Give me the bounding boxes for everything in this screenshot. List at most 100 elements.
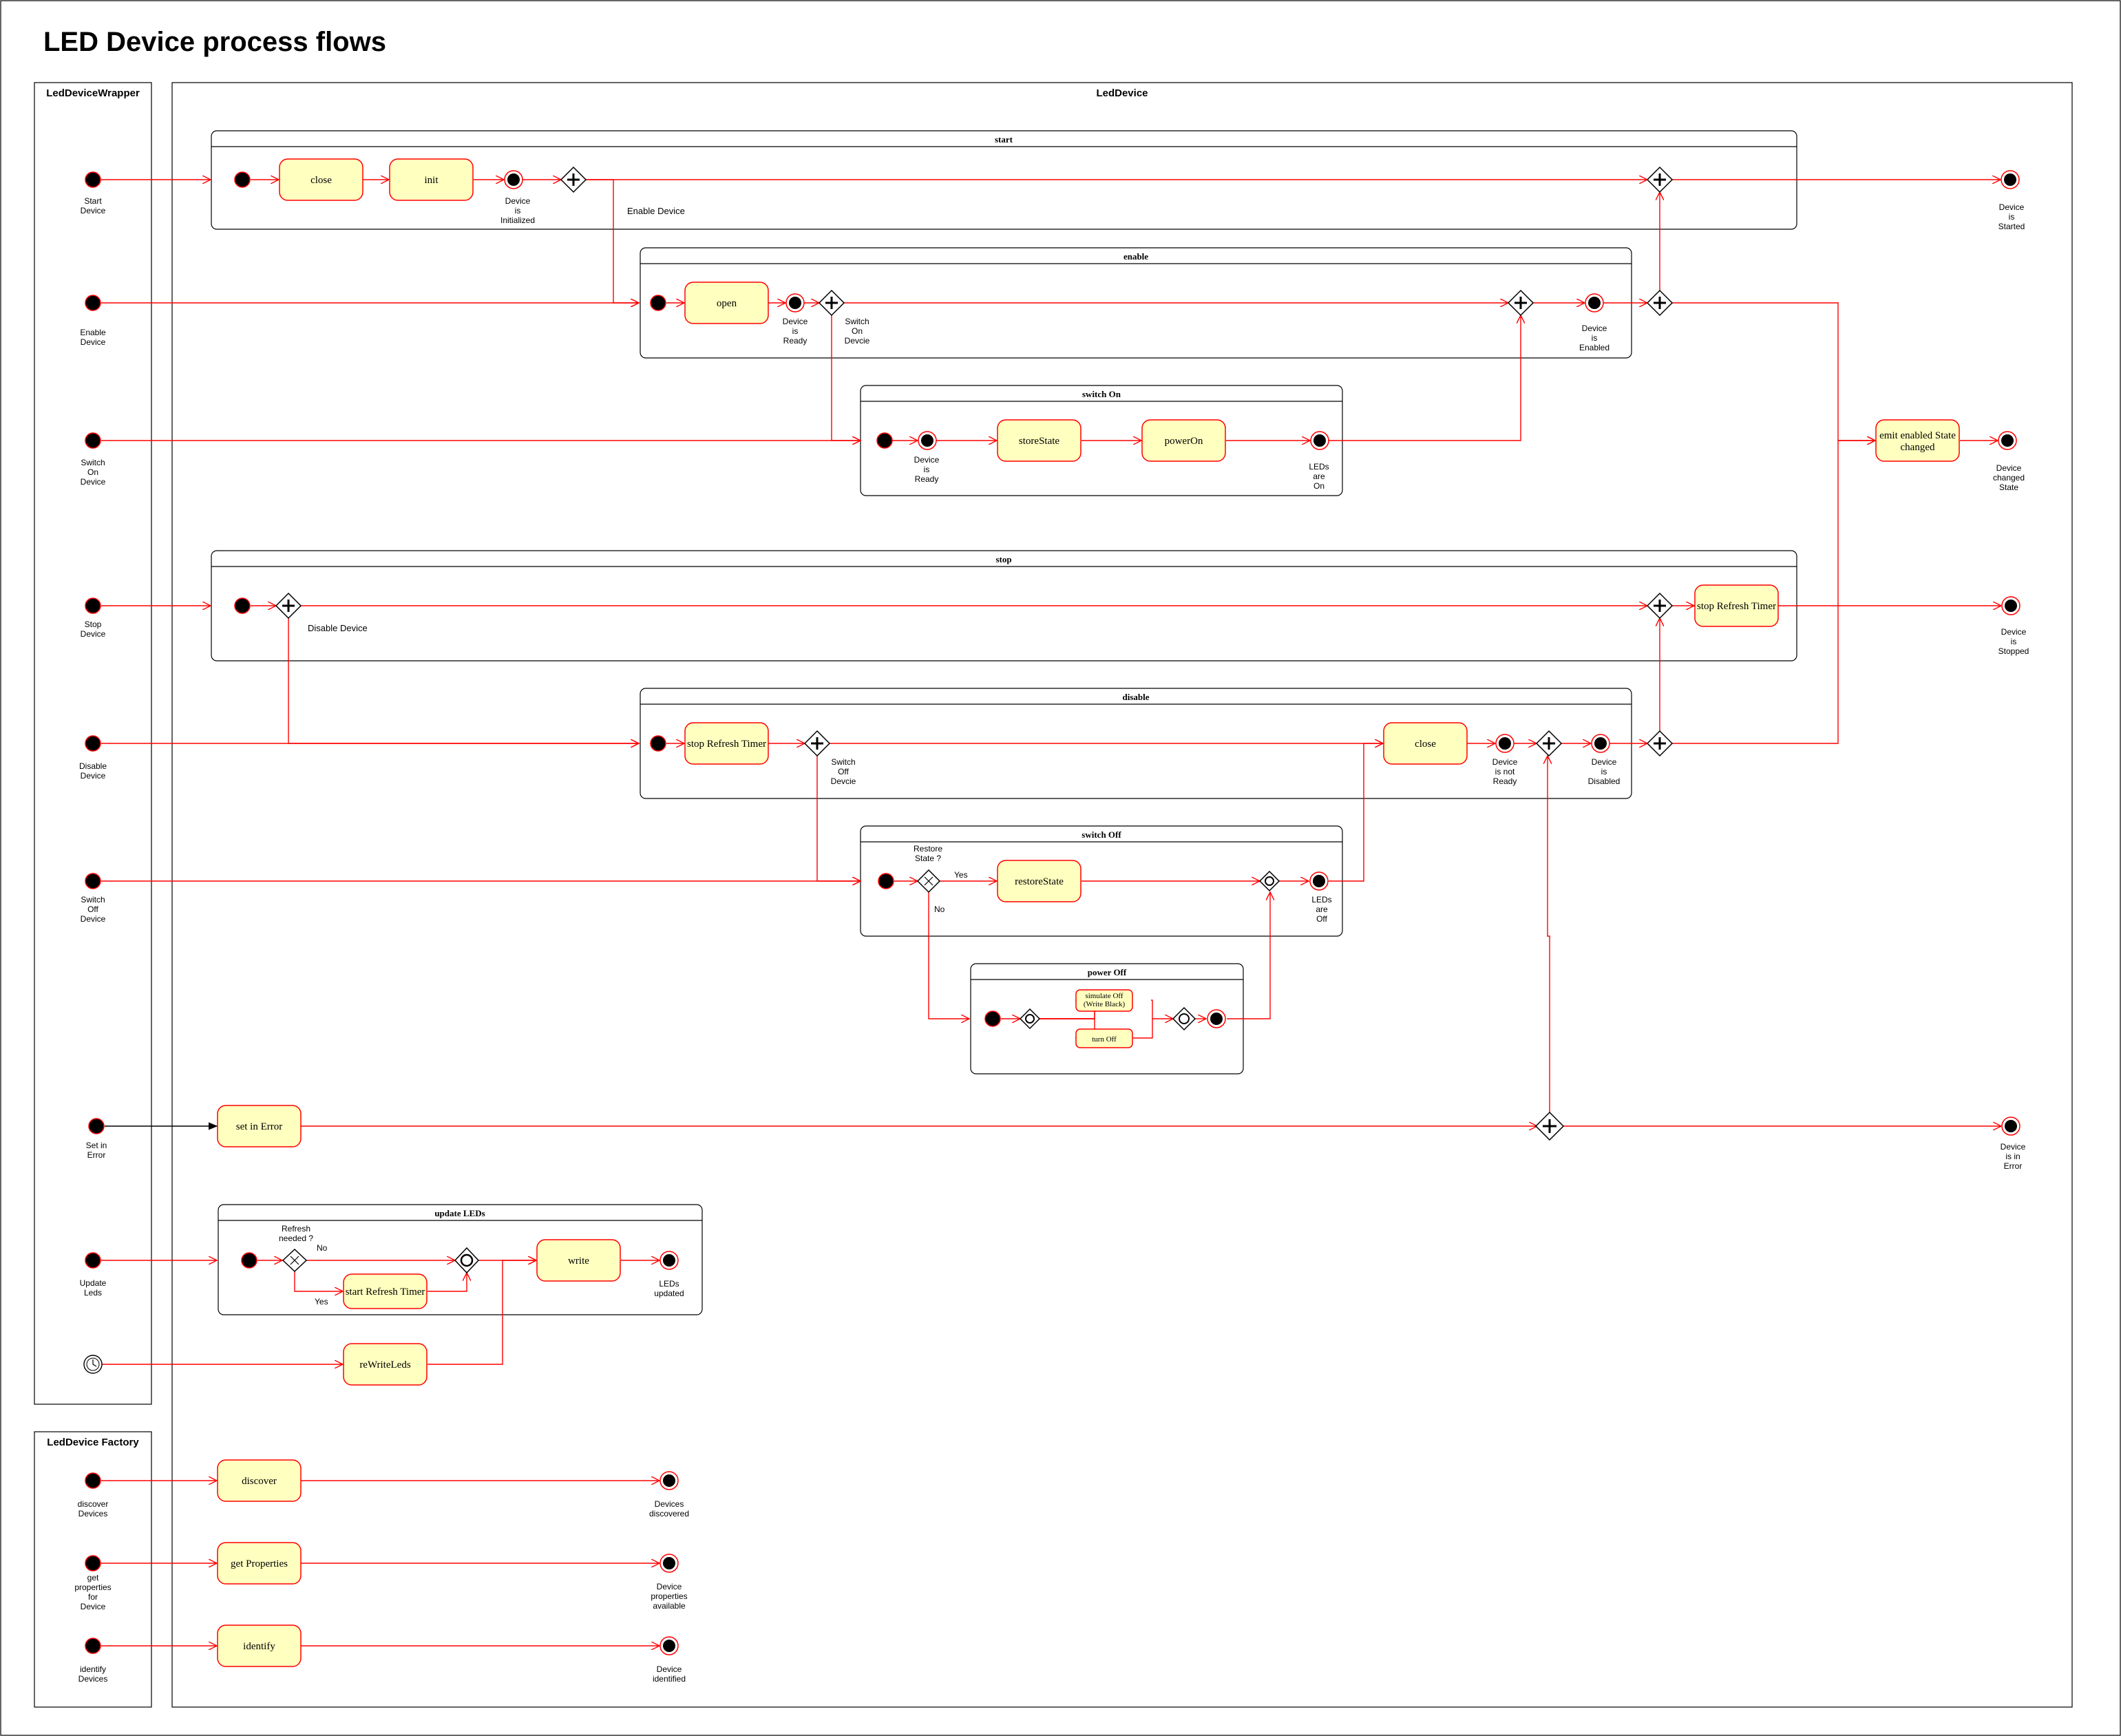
get-properties-activity[interactable]: get Properties [217, 1542, 302, 1585]
label-no-refresh: No [317, 1243, 328, 1253]
start-initial [234, 171, 251, 188]
fork-start-after-init [560, 166, 587, 193]
final-devices-discovered [659, 1471, 679, 1490]
update-leds-node[interactable] [85, 1252, 101, 1269]
final-device-properties [659, 1554, 679, 1573]
close-start-activity[interactable]: close [279, 158, 363, 201]
composite-switch-off-title: switch Off [1081, 829, 1121, 840]
svg-text:identify: identify [243, 1641, 275, 1652]
stop-refresh-timer-stop-activity[interactable]: stop Refresh Timer [1694, 584, 1779, 627]
final-device-stopped [2001, 596, 2020, 615]
lane-factory: LedDevice Factory [34, 1431, 152, 1708]
identify-devices-node[interactable] [85, 1638, 101, 1654]
start-device-node[interactable] [85, 171, 101, 188]
label-no-restore: No [934, 904, 945, 914]
open-activity[interactable]: open [684, 282, 769, 324]
enable-device-node[interactable] [85, 295, 101, 311]
discover-devices-node[interactable] [85, 1472, 101, 1489]
composite-enable-title: enable [1123, 251, 1148, 262]
discover-activity[interactable]: discover [217, 1459, 302, 1502]
disable-device-node[interactable] [85, 735, 101, 752]
final-device-not-ready [1495, 734, 1515, 753]
clock-icon[interactable] [83, 1355, 103, 1374]
enable-initial [650, 295, 666, 311]
final-states [504, 170, 2020, 1655]
switch-on-device-node[interactable] [85, 432, 101, 449]
lane-factory-title: LedDevice Factory [47, 1437, 139, 1448]
lane-wrapper-title: LedDeviceWrapper [46, 87, 140, 99]
fork-disable-out [1646, 730, 1674, 757]
join-disable [1535, 730, 1563, 757]
final-device-started [2001, 170, 2020, 189]
set-in-error-activity[interactable]: set in Error [217, 1105, 302, 1147]
merge-update-leds [454, 1247, 480, 1274]
stop-device-node[interactable] [85, 597, 101, 614]
simulate-off-activity[interactable]: simulate Off(Write Black) [1075, 989, 1133, 1012]
restore-state-activity[interactable]: restoreState [997, 860, 1081, 902]
switch-off-device-node[interactable] [85, 873, 101, 889]
svg-text:start Refresh Timer: start Refresh Timer [346, 1287, 425, 1298]
composite-switch-on-title: switch On [1082, 389, 1121, 399]
final-device-initialized [504, 170, 523, 189]
rewrite-leds-activity[interactable]: reWriteLeds [343, 1343, 428, 1386]
switch-off-initial [878, 873, 894, 889]
label-disable-device-flow: Disable Device [308, 623, 368, 633]
set-in-error-node[interactable] [88, 1118, 105, 1134]
diagram-title: LED Device process flows [43, 27, 386, 57]
stop-refresh-timer-disable-activity[interactable]: stop Refresh Timer [684, 722, 769, 765]
svg-text:write: write [568, 1256, 589, 1267]
final-leds-on [1310, 431, 1329, 450]
final-device-changed-state [1998, 431, 2017, 450]
stop-initial [234, 597, 251, 614]
store-state-activity[interactable]: storeState [997, 419, 1081, 462]
fork-error [1534, 1111, 1565, 1141]
join-enable [1507, 289, 1534, 317]
svg-text:close: close [310, 175, 332, 186]
lane-device-title: LedDevice [1096, 87, 1148, 99]
final-leds-off [1309, 871, 1329, 891]
final-device-in-error [2001, 1116, 2020, 1136]
turn-off-activity[interactable]: turn Off [1075, 1028, 1133, 1048]
disable-initial [650, 735, 666, 752]
flow-edges [101, 180, 2001, 1646]
init-activity[interactable]: init [389, 158, 474, 201]
final-device-ready-enable [785, 293, 805, 313]
svg-text:restoreState: restoreState [1015, 876, 1064, 887]
power-on-activity[interactable]: powerOn [1141, 419, 1226, 462]
write-activity[interactable]: write [536, 1239, 621, 1282]
final-device-identified [659, 1636, 679, 1655]
svg-text:simulate Off(Write Black): simulate Off(Write Black) [1084, 992, 1126, 1008]
get-properties-node[interactable] [85, 1555, 101, 1571]
composite-disable-title: disable [1122, 692, 1149, 702]
svg-text:init: init [424, 175, 439, 186]
start-refresh-timer-activity[interactable]: start Refresh Timer [343, 1273, 428, 1309]
composite-power-off-title: power Off [1088, 967, 1127, 977]
label-yes-refresh: Yes [315, 1297, 328, 1306]
close-disable-activity[interactable]: close [1383, 722, 1468, 765]
identify-activity[interactable]: identify [217, 1624, 302, 1667]
